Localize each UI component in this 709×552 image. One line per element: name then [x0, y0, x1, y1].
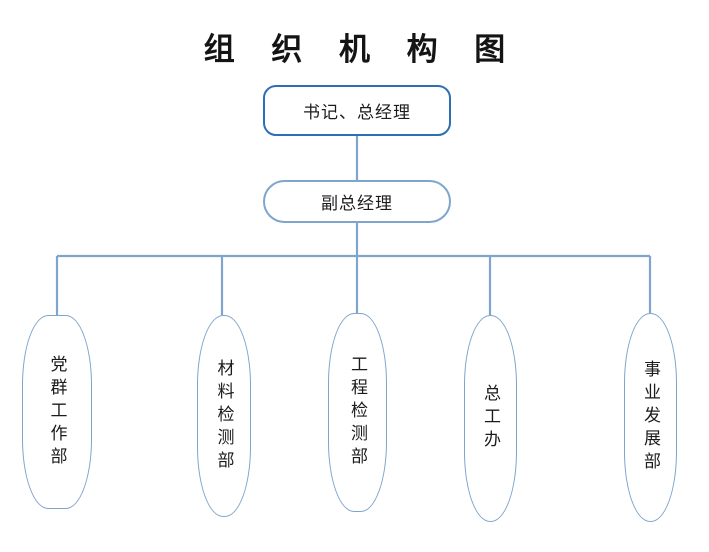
node-label: 总工办 — [481, 384, 500, 453]
node-material-testing-department[interactable]: 材料检测部 — [197, 315, 251, 517]
node-label: 工程检测部 — [348, 355, 367, 470]
node-deputy-general-manager[interactable]: 副总经理 — [263, 180, 451, 223]
node-secretary-general-manager[interactable]: 书记、总经理 — [263, 85, 451, 136]
node-label: 党群工作部 — [47, 354, 67, 470]
node-chief-engineer-office[interactable]: 总工办 — [464, 315, 517, 522]
node-business-development-department[interactable]: 事业发展部 — [624, 313, 677, 522]
node-label: 事业发展部 — [641, 360, 660, 475]
node-label: 副总经理 — [321, 194, 393, 213]
node-label: 材料检测部 — [214, 358, 234, 474]
page-title: 组 织 机 构 图 — [203, 32, 520, 67]
node-label: 书记、总经理 — [303, 103, 411, 122]
node-party-mass-work-department[interactable]: 党群工作部 — [22, 315, 92, 509]
node-engineering-testing-department[interactable]: 工程检测部 — [328, 313, 387, 512]
